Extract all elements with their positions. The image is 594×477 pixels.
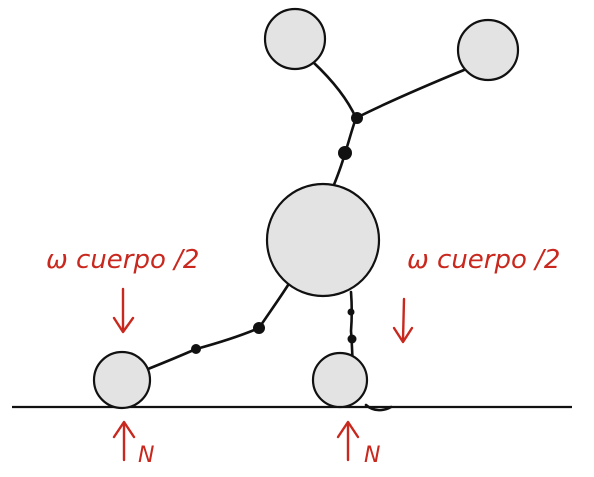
normal-label-right: N bbox=[364, 443, 380, 468]
head-right-node bbox=[456, 18, 520, 82]
left-leg-link bbox=[146, 280, 292, 371]
joint-neck bbox=[351, 112, 363, 124]
neck-to-head-left bbox=[311, 60, 358, 120]
weight-arrow-left bbox=[112, 287, 135, 334]
foot-left-node bbox=[92, 350, 152, 410]
normal-label-left: N bbox=[138, 443, 154, 468]
foot-right-heel-mark bbox=[364, 403, 393, 412]
joint-left-ankle bbox=[191, 344, 201, 354]
joint-right-knee bbox=[347, 334, 357, 344]
normal-arrow-right bbox=[336, 420, 360, 462]
normal-arrow-left bbox=[112, 420, 136, 462]
joint-spine bbox=[338, 146, 352, 160]
body-node bbox=[265, 182, 381, 298]
joint-left-knee bbox=[253, 322, 265, 334]
neck-to-head-right bbox=[354, 68, 466, 120]
weight-label-left: ω cuerpo /2 bbox=[46, 245, 199, 275]
head-left-node bbox=[263, 7, 327, 71]
weight-arrow-right bbox=[392, 297, 414, 344]
joint-right-knee-upper bbox=[347, 308, 355, 316]
weight-label-right: ω cuerpo /2 bbox=[407, 245, 560, 275]
foot-right-node bbox=[311, 351, 369, 409]
